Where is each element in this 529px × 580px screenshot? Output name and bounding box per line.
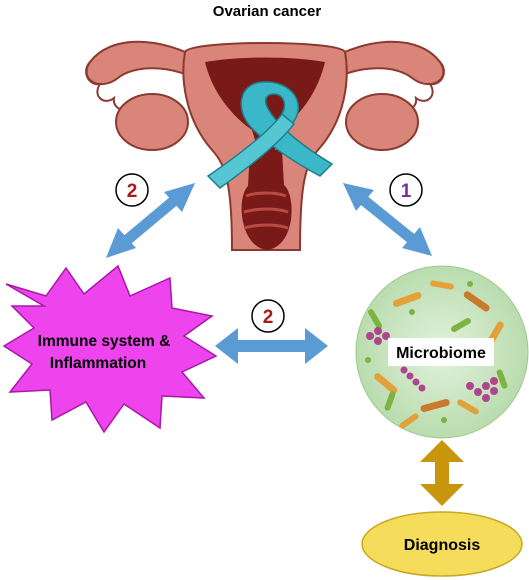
microbiome-node: Microbiome — [355, 265, 529, 439]
arrow-microbiome-diagnosis — [420, 440, 464, 506]
arrow-immune-microbiome — [215, 328, 328, 364]
arrow-microbiome-cancer — [343, 183, 432, 256]
immune-starburst-shape — [2, 264, 218, 434]
immune-label-line1: Immune system & — [38, 333, 171, 350]
badge-center-value: 2 — [263, 307, 274, 328]
badge-left-value: 2 — [127, 181, 138, 202]
diagnosis-node: Diagnosis — [361, 511, 523, 577]
bacteria-illustration — [365, 280, 508, 429]
immune-label-line2: Inflammation — [50, 355, 146, 372]
badge-center: 2 — [251, 299, 285, 333]
microbiome-label-box — [388, 338, 494, 366]
badge-right: 1 — [389, 173, 423, 207]
cancer-ribbon-icon — [206, 81, 334, 189]
immune-inflammation-node: Immune system & Inflammation — [2, 264, 218, 434]
diagram-title: Ovarian cancer — [213, 3, 322, 20]
microbiome-label: Microbiome — [396, 345, 486, 362]
badge-left: 2 — [115, 173, 149, 207]
badge-right-value: 1 — [401, 181, 412, 202]
arrow-immune-cancer — [106, 183, 195, 258]
diagnosis-label: Diagnosis — [404, 537, 481, 554]
